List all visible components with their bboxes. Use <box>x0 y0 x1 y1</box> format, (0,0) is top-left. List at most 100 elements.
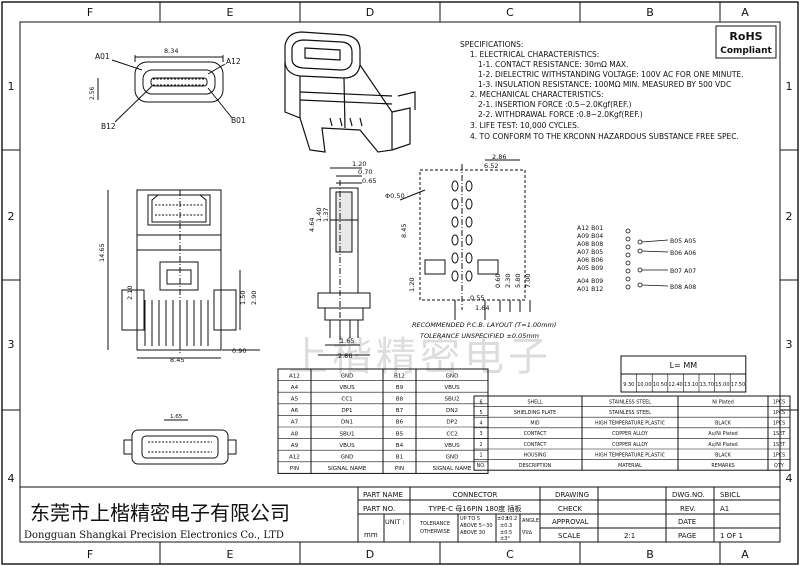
dim-2.86: 2.86 <box>338 352 352 360</box>
pin-table-cell: CC1 <box>341 397 353 403</box>
bom-table-cell: SHIELDING PLATE <box>514 410 556 416</box>
dim-0.65: 0.65 <box>362 177 376 185</box>
bom-table-cell: 1PCS <box>773 421 785 427</box>
part-no-label: PART NO. <box>363 505 395 513</box>
dim-14.65: 14.65 <box>98 243 106 262</box>
bom-table-cell: CONTACT <box>524 431 547 437</box>
isometric-view <box>284 31 416 153</box>
bom-table-cell: 1PCS <box>773 452 785 458</box>
pin-table-cell: VBUS <box>339 443 355 449</box>
dwg-no: SBICL <box>720 491 740 499</box>
dim-8.34: 8.34 <box>164 47 178 55</box>
pin-label-right: B06 A06 <box>670 250 696 257</box>
pin-table-cell: DN2 <box>446 408 458 414</box>
row-label-right: 2 <box>786 210 793 223</box>
pin-table-cell: GND <box>446 455 459 461</box>
row-label-right: 4 <box>786 472 793 485</box>
part-name: CONNECTOR <box>453 491 498 499</box>
bom-table-cell: BLACK <box>715 452 732 458</box>
col-label-top: C <box>506 6 514 19</box>
bom-table-header: NO. <box>477 463 486 469</box>
pin-table-cell: VBUS <box>444 443 460 449</box>
drawing-label: DRAWING <box>555 491 589 499</box>
bom-table-cell: 6 <box>479 399 482 405</box>
page-label: PAGE <box>678 532 696 540</box>
pin-table-header: PIN <box>395 466 404 472</box>
dim-2.30: 2.30 <box>504 274 512 288</box>
spec-line: 1-3. INSULATION RESISTANCE: 100MΩ MIN. M… <box>478 80 731 89</box>
specifications: SPECIFICATIONS: 1. ELECTRICAL CHARACTERI… <box>460 40 744 141</box>
col-label-bottom: E <box>227 548 234 561</box>
pin-table-cell: GND <box>446 373 459 379</box>
dim-0.70: 0.70 <box>358 168 372 176</box>
dim-phi: Φ0.50 <box>385 192 405 200</box>
dim-small: 1.65 <box>170 414 183 420</box>
pin-table-cell: A12 <box>289 455 300 461</box>
pcb-tolerance: TOLERANCE UNSPECIFIED ±0.05mm <box>420 332 539 340</box>
col-label-top: F <box>87 6 93 19</box>
bom-table-cell: SHELL <box>527 399 542 405</box>
label-b01: B01 <box>231 116 246 125</box>
pin-label-left: A12 B01 <box>577 225 603 232</box>
pin-label-left: A09 B04 <box>577 233 603 240</box>
rohs-subtitle: Compliant <box>720 46 772 56</box>
scale-label: SCALE <box>558 532 580 540</box>
pin-table-cell: A5 <box>291 397 299 403</box>
angle-symbol: ∇∇∆ <box>521 530 533 536</box>
l-table-value: 17.50 <box>731 382 745 388</box>
rev-label: REV. <box>680 505 695 513</box>
rohs-title: RoHS <box>729 30 762 43</box>
tol-range-2: ABOVE 5~30 <box>460 523 493 529</box>
dim-2.86b: 2.86 <box>492 153 506 161</box>
dim-6.52: 6.52 <box>484 162 498 170</box>
bom-table-cell: BLACK <box>715 421 732 427</box>
bom-table-cell: COPPER ALLOY <box>612 431 648 437</box>
col-label-bottom: F <box>87 548 93 561</box>
tol-value-3: ±0.3 <box>500 523 512 529</box>
pin-table-cell: B8 <box>396 397 404 403</box>
pin-label-left: A08 B08 <box>577 241 603 248</box>
l-table-value: 10.00 <box>637 382 651 388</box>
company-name-cn: 东莞市上楷精密电子有限公司 <box>30 501 290 525</box>
spec-line: 1. ELECTRICAL CHARACTERISTICS: <box>470 50 599 59</box>
pin-table-cell: B1 <box>396 455 404 461</box>
pin-table-header: SIGNAL NAME <box>433 466 472 472</box>
pin-table-cell: CC2 <box>446 431 457 437</box>
bom-table-cell: 1PCS <box>773 399 785 405</box>
dim-2.10: 2.10 <box>126 286 134 300</box>
pin-table-cell: SBU1 <box>339 431 354 437</box>
tol-value-5: ±3° <box>500 536 510 542</box>
pin-table-cell: A4 <box>291 385 299 391</box>
tolerance-label: TOLERANCE <box>419 521 450 527</box>
pin-label-left: A06 B06 <box>577 257 603 264</box>
pin-table-cell: GND <box>341 373 354 379</box>
company-name-en: Dongguan Shangkai Precision Electronics … <box>24 530 284 541</box>
bom-table-cell: Au/Ni Plated <box>708 442 737 448</box>
dim-2.90: 2.90 <box>250 291 258 305</box>
col-label-top: B <box>646 6 654 19</box>
col-label-top: A <box>741 6 749 19</box>
bom-table-header: REMARKS <box>711 463 734 469</box>
pin-table-cell: A9 <box>291 443 299 449</box>
dim-0.60: 0.60 <box>494 274 502 288</box>
angle-label: ANGLE <box>522 518 539 524</box>
inner-border <box>19 21 781 543</box>
bom-table-cell: 2 <box>479 442 482 448</box>
tol-range-1: UP TO 5 <box>460 516 480 522</box>
pin-table-cell: A7 <box>291 420 299 426</box>
date-label: DATE <box>678 518 696 526</box>
bom-table-cell: COPPER ALLOY <box>612 442 648 448</box>
dim-0.90: 0.90 <box>232 347 246 355</box>
l-table-value: 13.70 <box>700 382 714 388</box>
unit-label: UNIT : <box>385 518 405 526</box>
col-label-bottom: C <box>506 548 514 561</box>
spec-line: 2-1. INSERTION FORCE :0.5~2.0Kgf(REF.) <box>478 100 631 109</box>
col-label-top: D <box>366 6 374 19</box>
bom-table-header: MATERIAL <box>618 463 642 469</box>
row-label-left: 1 <box>8 80 15 93</box>
col-label-bottom: D <box>366 548 374 561</box>
check-label: CHECK <box>558 505 582 513</box>
pin-label-left: A01 B12 <box>577 286 603 293</box>
bom-table-cell: 1 <box>479 452 482 458</box>
